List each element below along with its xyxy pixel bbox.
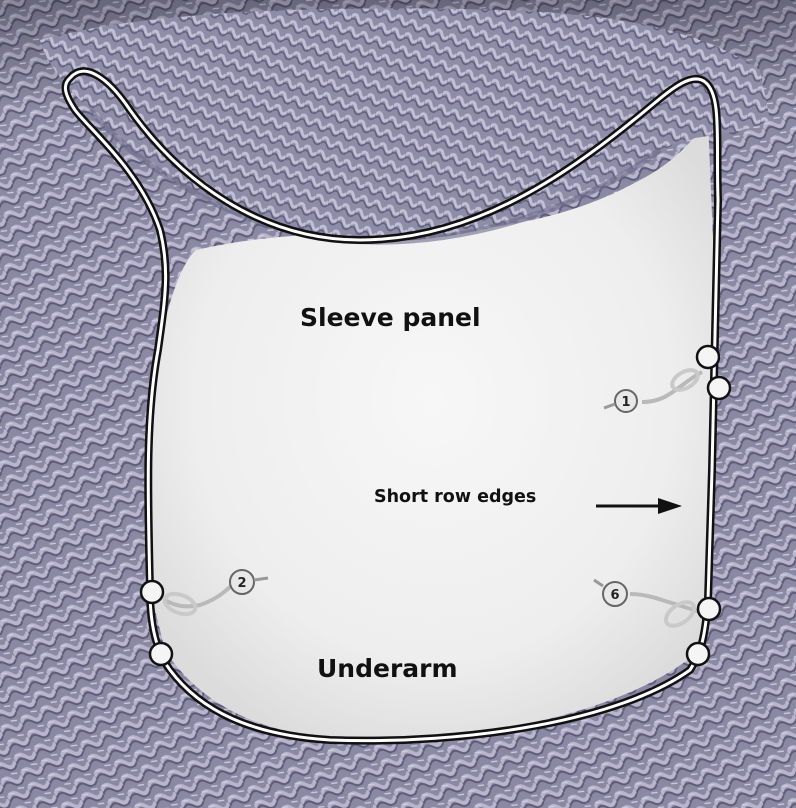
- dot-right: [698, 598, 720, 620]
- sleeve-panel-label: Sleeve panel: [300, 303, 481, 332]
- short-row-edges-label: Short row edges: [374, 487, 536, 507]
- svg-text:6: 6: [610, 588, 619, 603]
- dot-right-lower: [687, 643, 709, 665]
- dot-top-right-1: [697, 346, 719, 368]
- dot-left: [141, 581, 163, 603]
- right-arrow-icon: [596, 496, 682, 516]
- dot-top-right-2: [708, 377, 730, 399]
- underarm-label: Underarm: [317, 654, 458, 683]
- dot-left-lower: [150, 643, 172, 665]
- svg-text:2: 2: [237, 576, 246, 591]
- svg-text:1: 1: [621, 395, 630, 410]
